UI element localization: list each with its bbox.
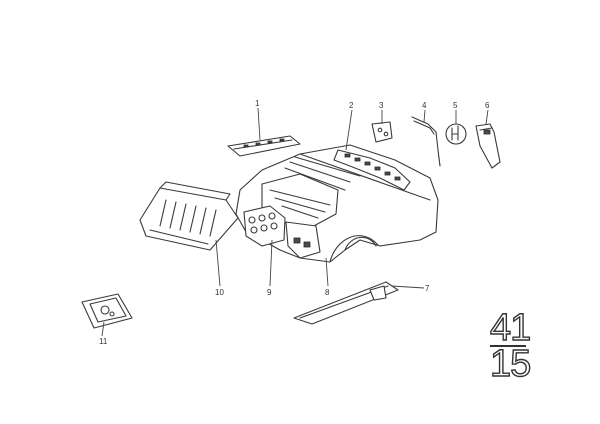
callout-6: 6: [485, 101, 490, 110]
group-code: 41 15: [489, 306, 532, 385]
floor-pan-ribs: [159, 199, 217, 237]
part-4-cable[interactable]: [411, 116, 441, 167]
part-5-clip[interactable]: [445, 123, 467, 145]
part-1-cross-member[interactable]: [227, 135, 301, 157]
callout-11: 11: [99, 337, 108, 346]
rear-body-shell[interactable]: [235, 144, 439, 263]
callout-1: 1: [255, 99, 260, 108]
part-3-bracket[interactable]: [371, 121, 393, 143]
callout-8: 8: [325, 288, 330, 297]
callout-7: 7: [425, 284, 430, 293]
vent-slots: [344, 153, 401, 181]
callout-9: 9: [267, 288, 272, 297]
callout-4: 4: [422, 101, 427, 110]
group-code-top: 41: [490, 307, 530, 349]
part-7-sill-panel[interactable]: [293, 281, 399, 325]
leader-lines: [101, 107, 489, 337]
part-6-gusset[interactable]: [475, 123, 501, 169]
part-11-plate[interactable]: [81, 293, 133, 329]
callout-10: 10: [215, 288, 224, 297]
rear-panel-holes: [248, 212, 278, 234]
part-10-floor-pan[interactable]: [139, 181, 239, 251]
callout-5: 5: [453, 101, 458, 110]
callout-2: 2: [349, 101, 354, 110]
group-code-bottom: 15: [490, 343, 530, 385]
callout-3: 3: [379, 101, 384, 110]
